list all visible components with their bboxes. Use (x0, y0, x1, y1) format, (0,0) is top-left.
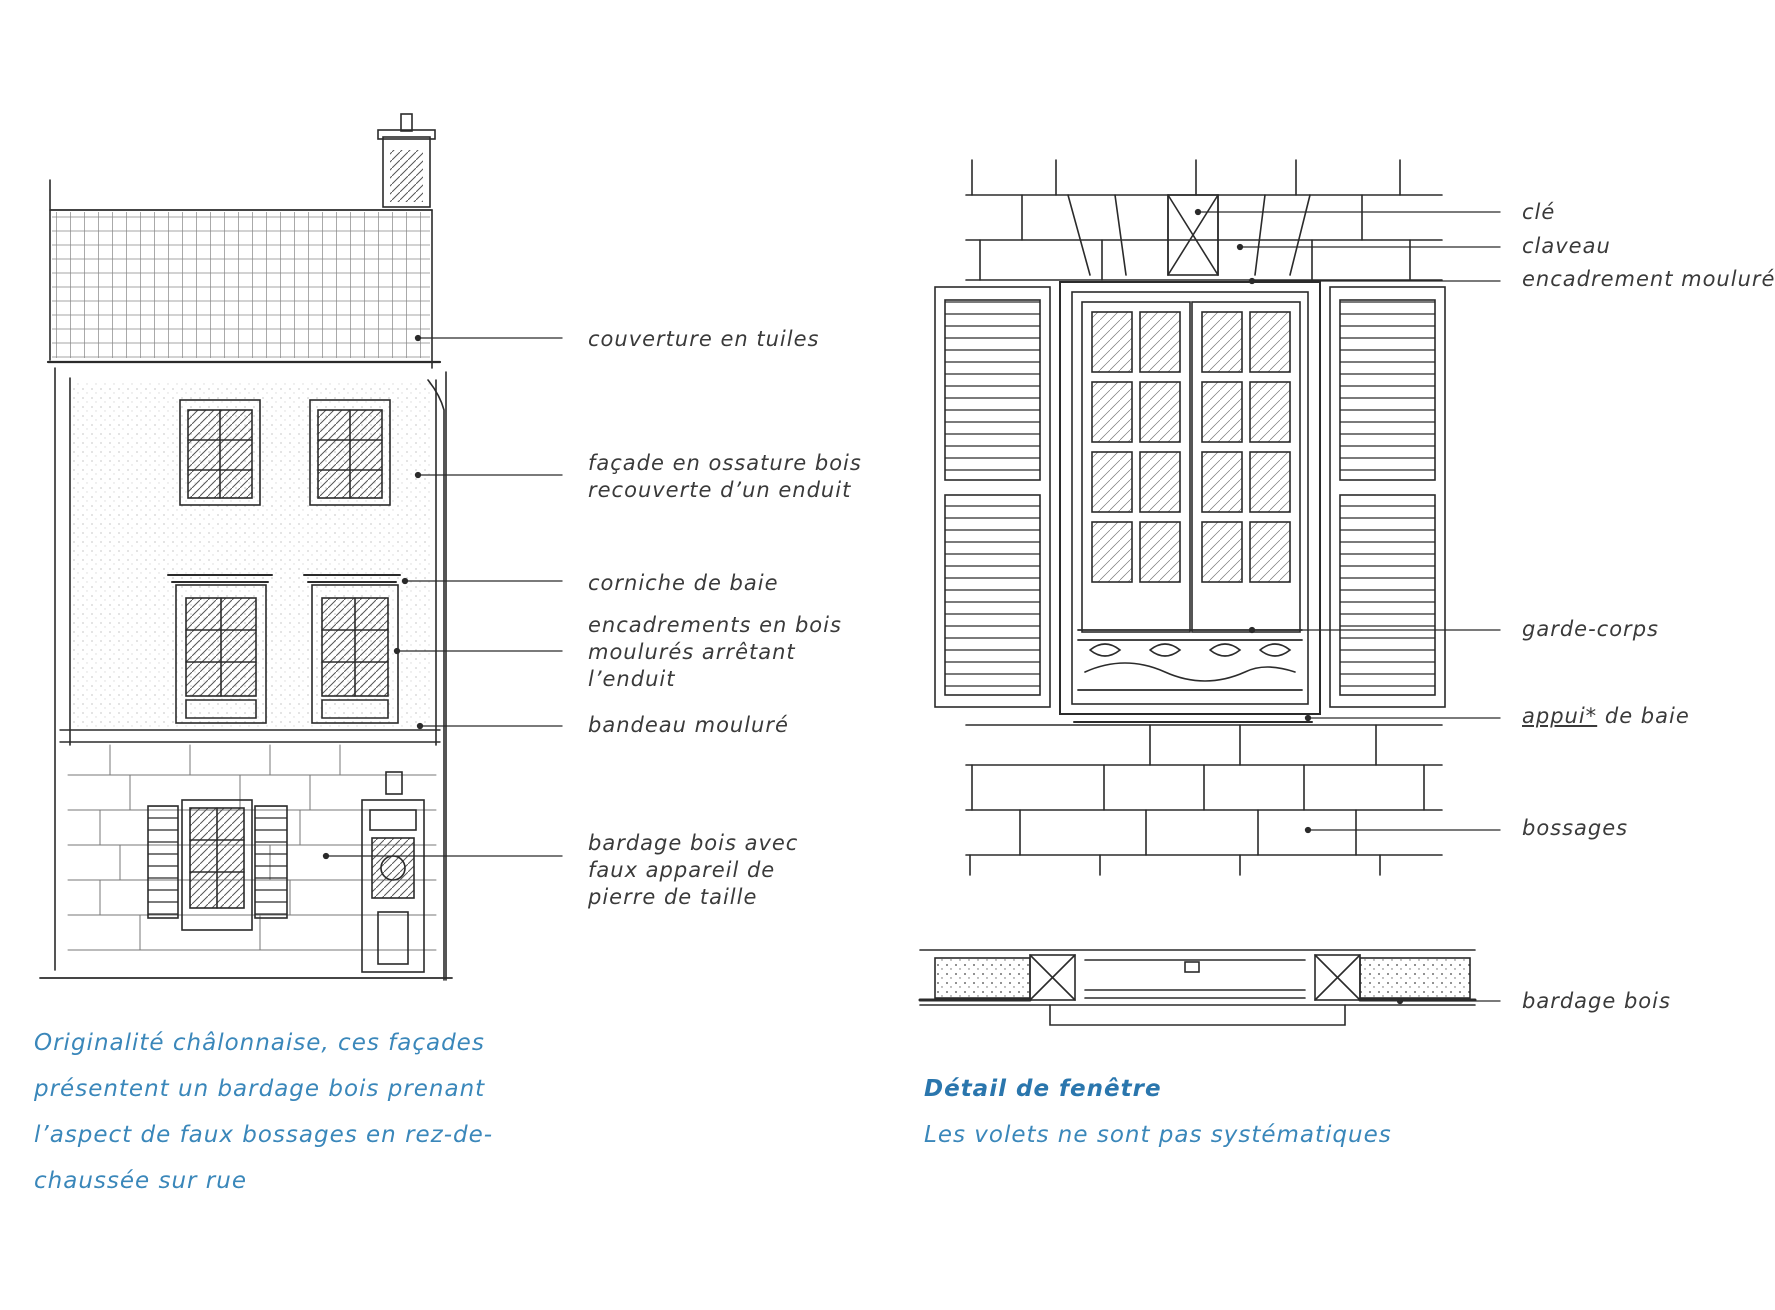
label-bossages: bossages (1522, 816, 1629, 840)
label-bardage-bois: bardage bois (1522, 989, 1671, 1013)
label-bardage-line1: bardage bois avec (588, 831, 799, 855)
label-bardage-line2: faux appareil de (588, 858, 776, 882)
label-corniche: corniche de baie (588, 571, 779, 595)
right-leader-lines (1194, 208, 1501, 1005)
label-couverture: couverture en tuiles (588, 327, 820, 351)
left-caption-line3: l’aspect de faux bossages en rez-de- (34, 1122, 494, 1148)
label-facade-line2: recouverte d’un enduit (588, 478, 852, 502)
label-encadrements-line3: l’enduit (588, 667, 676, 691)
label-bardage-line3: pierre de taille (588, 885, 758, 909)
house-facade-drawing (39, 113, 453, 981)
window-detail-drawing (918, 159, 1477, 1026)
left-caption-line1: Originalité châlonnaise, ces façades (34, 1030, 485, 1056)
label-claveau: claveau (1522, 234, 1611, 258)
label-appui: appui* (1522, 704, 1598, 728)
label-encadrements-line2: moulurés arrêtant (588, 640, 796, 664)
label-facade-line1: façade en ossature bois (588, 451, 862, 475)
label-garde-corps: garde-corps (1522, 617, 1659, 641)
right-caption-subtitle: Les volets ne sont pas systématiques (924, 1122, 1392, 1148)
label-appui-de-baie: appui* de baie (1522, 703, 1690, 730)
label-bandeau: bandeau mouluré (588, 713, 789, 737)
section-detail (918, 949, 1477, 1026)
left-leader-lines (322, 334, 563, 860)
right-caption-title: Détail de fenêtre (924, 1076, 1162, 1102)
label-encadrements-line1: encadrements en bois (588, 613, 842, 637)
left-caption-line2: présentent un bardage bois prenant (34, 1076, 486, 1102)
label-encadrement-moulure: encadrement mouluré (1522, 267, 1775, 291)
label-cle: clé (1522, 200, 1556, 224)
label-appui-suffix: de baie (1604, 704, 1690, 728)
left-caption-line4: chaussée sur rue (34, 1168, 247, 1194)
